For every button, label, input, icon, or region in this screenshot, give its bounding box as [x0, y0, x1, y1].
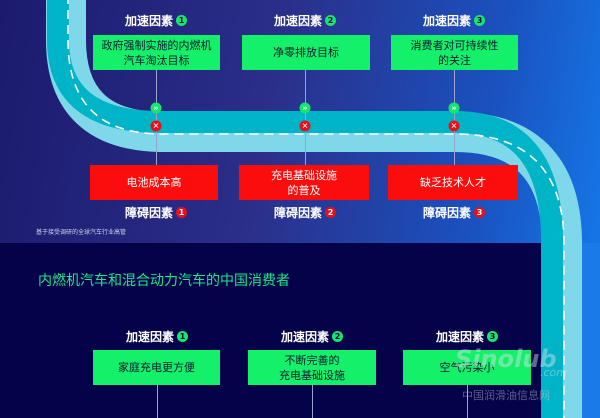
section-title: 内燃机汽车和混合动力汽车的中国消费者 [38, 273, 290, 289]
number-badge: 3 [474, 207, 486, 218]
close-icon: ✕ [299, 120, 311, 132]
connector-line [156, 70, 157, 165]
number-badge: 2 [325, 207, 337, 218]
label-text: 加速因素 [435, 330, 485, 344]
bottom-right-strip [578, 243, 600, 418]
label-text: 障碍因素 [124, 206, 174, 220]
label-text: 加速因素 [124, 14, 174, 28]
connector-line [157, 385, 158, 418]
connector-line [305, 70, 306, 165]
chevron-right-icon: » [150, 102, 162, 114]
barrier-box-1: 电池成本高 [90, 165, 218, 200]
connector-line [312, 385, 313, 418]
chevron-right-icon: » [299, 102, 311, 114]
number-badge: 1 [176, 207, 188, 218]
accelerator-box-3: 消费者对可持续性 的关注 [391, 35, 518, 70]
watermark-logo: Sinolub [455, 345, 557, 373]
accelerator-box-1: 政府强制实施的内燃机 汽车淘汰目标 [93, 35, 220, 70]
watermark-domain: .com [540, 366, 567, 379]
chevron-right-icon: » [448, 102, 460, 114]
label-text: 障碍因素 [422, 206, 472, 220]
footnote: 基于接受调研的全球汽车行业高管 [36, 229, 127, 236]
label-text: 加速因素 [280, 330, 330, 344]
accelerator-box-2: 净零排放目标 [242, 35, 370, 70]
barrier-box-3: 缺乏技术人才 [388, 165, 518, 200]
number-badge: 2 [325, 15, 337, 26]
accelerator-box-2: 不断完善的 充电基础设施 [248, 350, 376, 385]
close-icon: ✕ [150, 120, 162, 132]
watermark-site: 中国润滑油信息网 [462, 389, 550, 402]
number-badge: 3 [474, 15, 486, 26]
close-icon: ✕ [448, 120, 460, 132]
number-badge: 2 [332, 331, 344, 342]
number-badge: 1 [176, 15, 188, 26]
barrier-box-2: 充电基础设施 的普及 [239, 165, 369, 200]
bottom-panel [0, 243, 600, 418]
accelerator-box-1: 家庭充电更方便 [93, 350, 220, 385]
label-text: 加速因素 [422, 14, 472, 28]
number-badge: 3 [487, 331, 499, 342]
connector-line [454, 70, 455, 165]
label-text: 障碍因素 [273, 206, 323, 220]
accelerator-box-3: 空气污染小 [403, 350, 531, 385]
label-text: 加速因素 [273, 14, 323, 28]
number-badge: 1 [177, 331, 189, 342]
connector-line [467, 385, 468, 418]
label-text: 加速因素 [125, 330, 175, 344]
